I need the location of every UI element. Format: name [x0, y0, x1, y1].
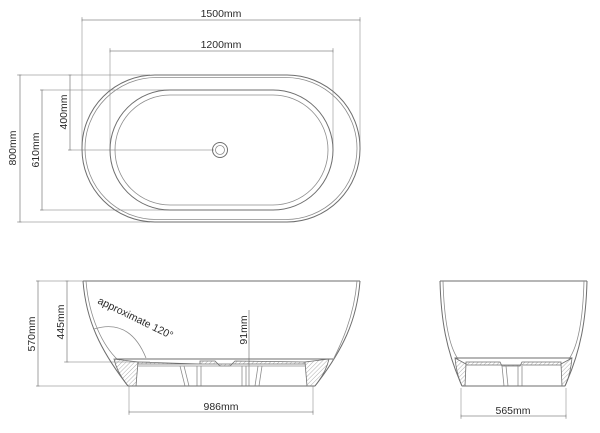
- side-view: 570mm 445mm 91mm approximate 120° 986mm: [26, 280, 361, 415]
- tub-inner-basin: [109, 89, 334, 211]
- drain-icon: [212, 142, 228, 158]
- label-1500: 1500mm: [201, 8, 242, 20]
- end-view: 565mm: [439, 280, 588, 419]
- label-angle: approximate 120°: [96, 295, 175, 342]
- label-986: 986mm: [203, 401, 238, 413]
- tub-end-left-wall: [439, 280, 463, 387]
- label-610: 610mm: [30, 132, 42, 167]
- label-565: 565mm: [495, 405, 530, 417]
- angle-arc: [93, 326, 147, 359]
- tub-side-left-wall: [82, 280, 129, 387]
- label-445: 445mm: [55, 304, 67, 339]
- label-400: 400mm: [58, 94, 70, 129]
- top-view: 1500mm 1200mm 800mm 610mm 400mm: [7, 8, 361, 223]
- label-800: 800mm: [7, 130, 19, 165]
- label-91: 91mm: [238, 315, 250, 344]
- tub-outer-rim: [81, 74, 361, 223]
- tub-end-right-wall: [564, 280, 588, 387]
- label-570: 570mm: [26, 316, 38, 351]
- base-legs: [179, 365, 263, 387]
- label-1200: 1200mm: [201, 39, 242, 51]
- tub-side-right-wall: [314, 280, 361, 387]
